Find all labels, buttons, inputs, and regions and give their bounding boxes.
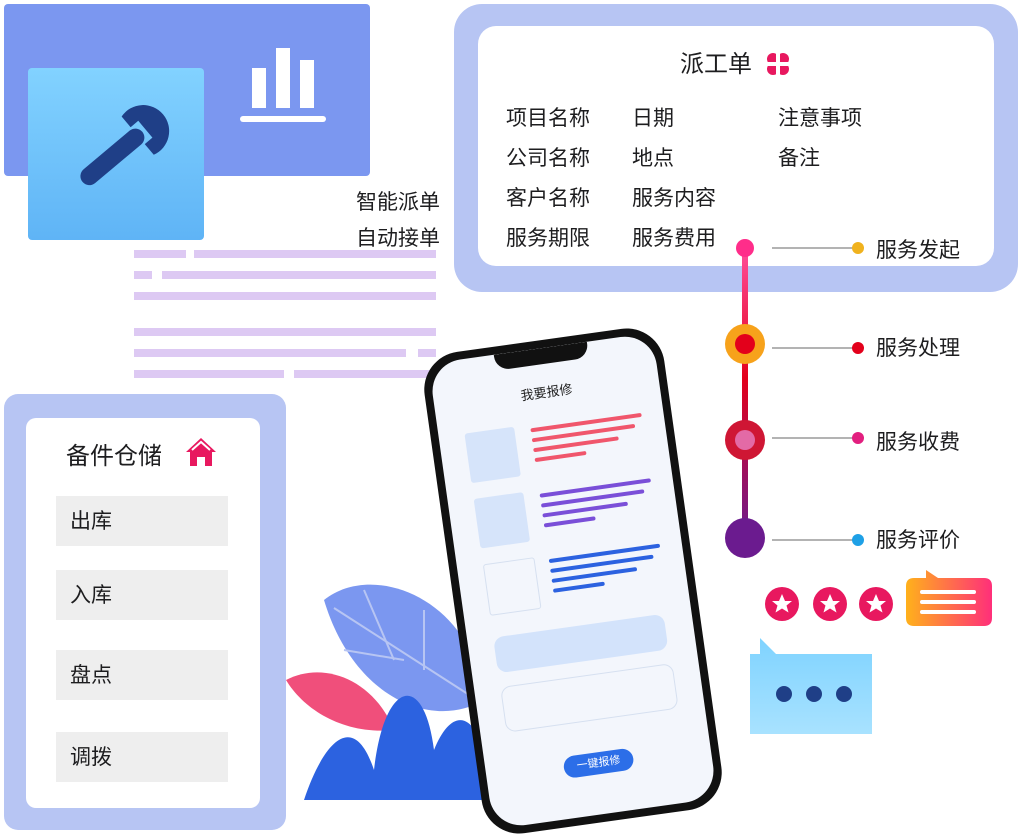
phone-title: 我要报修 <box>519 382 574 405</box>
clover-icon <box>764 50 792 78</box>
star-icon <box>859 587 893 621</box>
parts-item-transfer[interactable]: 调拨 <box>56 732 228 782</box>
auto-accept-label: 自动接单 <box>356 226 440 250</box>
star-icon <box>765 587 799 621</box>
list-item-thumb <box>464 426 521 484</box>
list-item-thumb <box>473 492 531 549</box>
timeline-step-start: 服务发起 <box>876 238 960 262</box>
repair-description-field[interactable] <box>500 662 679 733</box>
list-item-thumb <box>482 557 542 616</box>
wrench-icon <box>80 105 170 186</box>
rating-stars <box>765 587 893 621</box>
repair-input-field[interactable] <box>493 613 669 674</box>
chat-bubble-icon <box>906 570 992 626</box>
field-location: 地点 <box>632 146 674 170</box>
timeline-step-fee: 服务收费 <box>876 430 960 454</box>
field-remarks: 备注 <box>778 146 820 170</box>
parts-item-inventory[interactable]: 盘点 <box>56 650 228 700</box>
star-icon <box>813 587 847 621</box>
field-service-period: 服务期限 <box>506 226 590 250</box>
parts-item-inbound[interactable]: 入库 <box>56 570 228 620</box>
field-service-content: 服务内容 <box>632 186 716 210</box>
dispatch-labels: 智能派单 自动接单 <box>300 184 440 256</box>
spare-parts-title: 备件仓储 <box>66 442 162 470</box>
house-icon <box>186 438 216 466</box>
smart-dispatch-label: 智能派单 <box>356 190 440 214</box>
timeline-node-review <box>725 518 765 558</box>
field-service-fee: 服务费用 <box>632 226 716 250</box>
timeline-step-review: 服务评价 <box>876 528 960 552</box>
more-dots-icon <box>750 638 872 734</box>
field-project-name: 项目名称 <box>506 106 590 130</box>
parts-item-outbound[interactable]: 出库 <box>56 496 228 546</box>
plant-illustration <box>286 584 494 800</box>
field-date: 日期 <box>632 106 674 130</box>
work-order-title: 派工单 <box>680 50 752 78</box>
field-company-name: 公司名称 <box>506 146 590 170</box>
field-customer-name: 客户名称 <box>506 186 590 210</box>
bar-chart-icon <box>240 48 326 122</box>
timeline-step-process: 服务处理 <box>876 336 960 360</box>
work-order-panel <box>478 26 994 266</box>
text-placeholder-lines <box>134 250 436 380</box>
one-click-repair-button[interactable]: 一键报修 <box>562 747 635 779</box>
field-notes: 注意事项 <box>778 106 862 130</box>
service-timeline <box>725 239 864 558</box>
timeline-node-start <box>736 239 754 257</box>
